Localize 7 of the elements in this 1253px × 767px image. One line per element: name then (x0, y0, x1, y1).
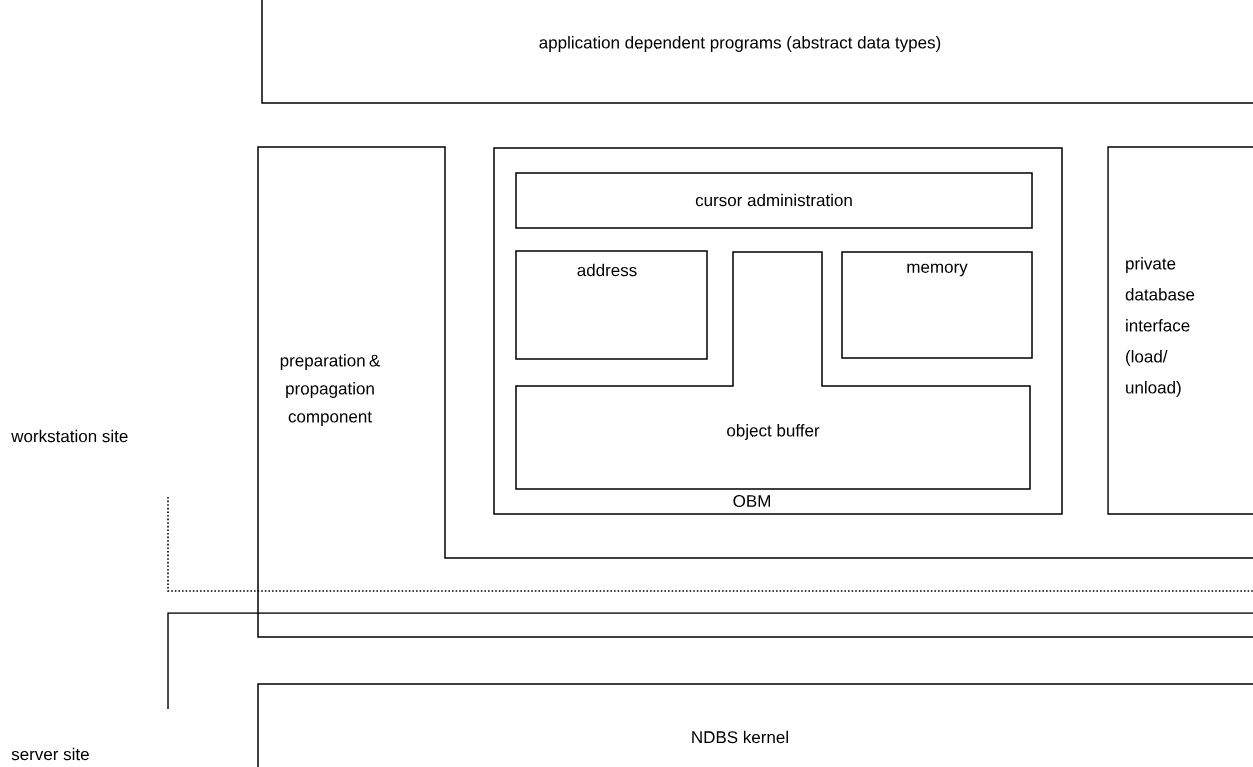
component-box: application dependent programs (abstract data types) (261, 0, 1253, 104)
site-label: workstation site (11, 429, 128, 443)
component-box: memory (841, 251, 1033, 359)
component-box: NDBS kernel (257, 683, 1253, 767)
site-label: server site (11, 747, 89, 761)
component-box: address (515, 250, 708, 360)
component-box: cursor administration (515, 172, 1033, 229)
